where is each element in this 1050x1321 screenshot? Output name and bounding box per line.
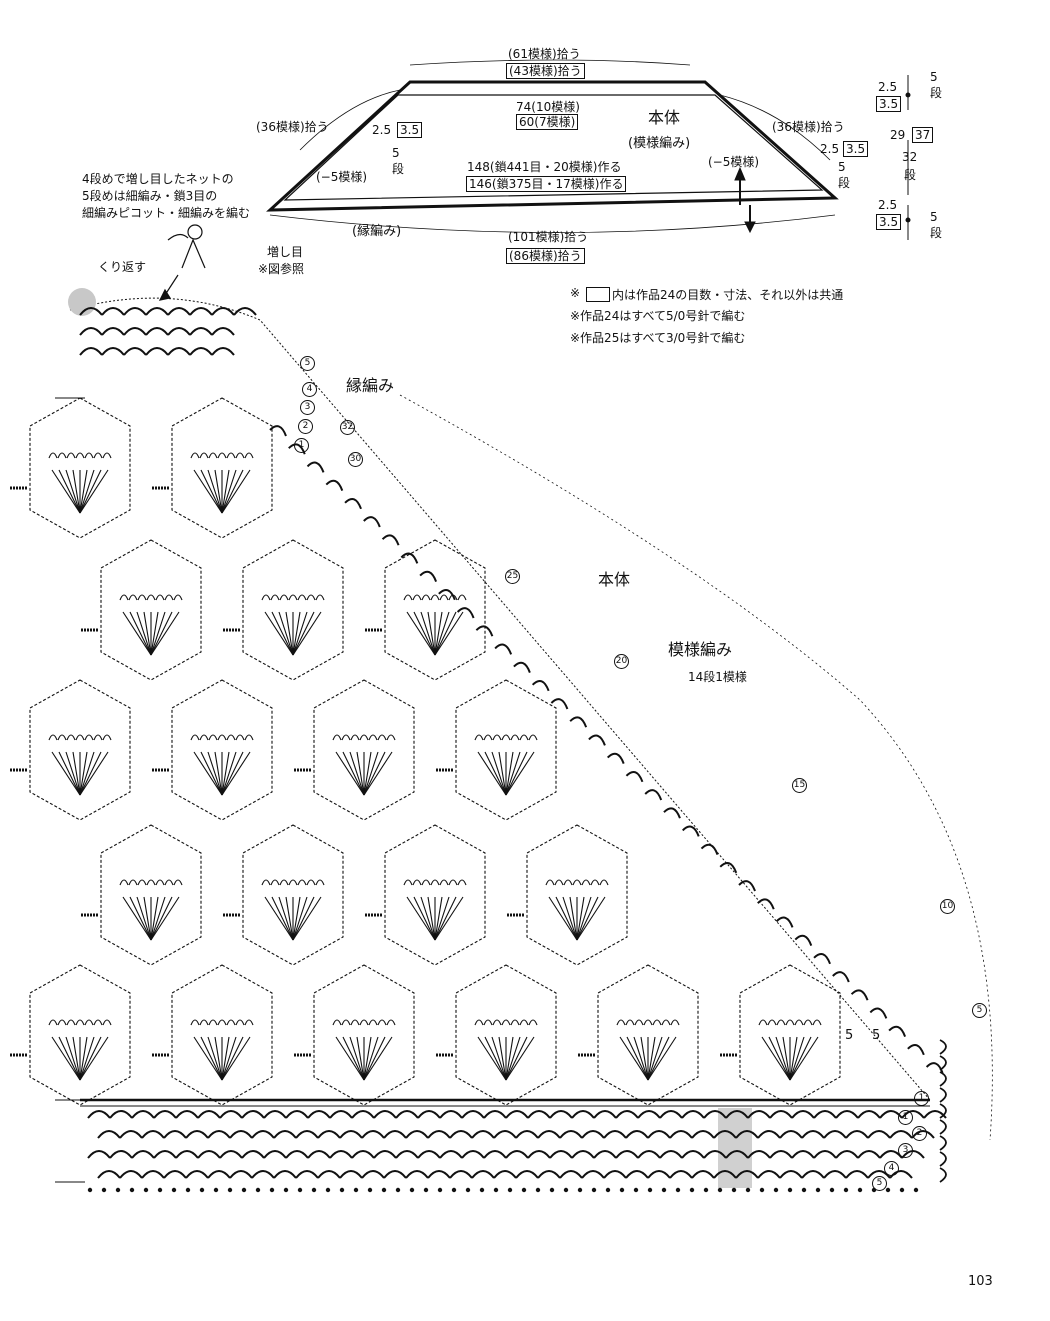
side-top-rows-unit: 段 — [930, 86, 943, 100]
schematic-top-line2: (43模様)拾う — [506, 63, 585, 79]
pineapple-motif — [720, 964, 841, 1106]
schematic-subtitle: (模様編み) — [628, 136, 691, 151]
side-mid-a: 29 — [890, 128, 906, 142]
schematic-bottom-line1: (101模様)拾う — [508, 230, 589, 244]
note1: 内は作品24の目数・寸法、それ以外は共通 — [612, 288, 844, 302]
row-marker-10: 10 — [940, 893, 955, 914]
side-top-b: 3.5 — [876, 96, 902, 112]
pineapple-motif — [365, 824, 486, 966]
side-dimension-lines — [905, 75, 911, 240]
diagonal-border-scallops — [269, 425, 947, 1183]
schematic-left-rows: 5 — [392, 146, 400, 160]
label-pattern-repeat: 14段1模様 — [688, 670, 747, 684]
schematic-right-dec: (−5模様) — [708, 155, 760, 169]
pineapple-motif — [507, 824, 628, 966]
pineapple-motif — [223, 824, 344, 966]
pineapple-motif — [81, 539, 202, 681]
schematic-left-rows-unit: 段 — [392, 162, 405, 176]
pineapple-motif — [10, 397, 131, 539]
pineapple-motif — [294, 679, 415, 821]
row-marker-border-right-1: 1 — [898, 1104, 913, 1125]
side-mid-rows: 32 — [902, 150, 918, 164]
schematic-mid-line2: 146(鎖375目・17模様)作る — [466, 176, 627, 192]
row-marker-border-left-5: 5 — [300, 350, 315, 371]
pineapple-motif — [10, 679, 131, 821]
page-number: 103 — [968, 1274, 993, 1289]
schematic-right-w2: 3.5 — [843, 141, 869, 157]
schematic-right-rows-unit: 段 — [838, 176, 851, 190]
pineapple-motif — [81, 824, 202, 966]
schematic-top-line1: (61模様)拾う — [508, 47, 581, 61]
note1-mark: ※ — [570, 286, 581, 300]
pineapple-motif — [152, 964, 273, 1106]
pattern-motifs — [10, 397, 841, 1106]
schematic-right-w1: 2.5 — [820, 142, 840, 156]
schematic-left-w2: 3.5 — [397, 122, 423, 138]
side-bot-a: 2.5 — [878, 198, 898, 212]
schematic-mid-line1: 148(鎖441目・20模様)作る — [467, 160, 622, 174]
side-mid-rows-unit: 段 — [904, 168, 917, 182]
schematic-bottom-line2: (86模様)拾う — [506, 248, 585, 264]
pineapple-motif — [152, 397, 273, 539]
repeat-column-highlight — [718, 1108, 752, 1188]
pineapple-motif — [578, 964, 699, 1106]
schematic-center-line2: 60(7模様) — [516, 114, 579, 130]
row-marker-15: 15 — [792, 772, 807, 793]
schematic-inc-label2: ※図参照 — [258, 262, 305, 276]
repeat-label: くり返す — [98, 260, 147, 274]
schematic-shape — [266, 59, 839, 234]
schematic-right-rows: 5 — [838, 160, 846, 174]
row-marker-border-left-4: 4 — [302, 376, 317, 397]
net-note-line2: 5段めは細編み・鎖3目の — [82, 189, 218, 203]
row-marker-20: 20 — [614, 648, 629, 669]
row-marker-border-left-2: 2 — [298, 413, 313, 434]
pineapple-motif — [436, 679, 557, 821]
row-marker-25: 25 — [505, 563, 520, 584]
row-marker-30: 30 — [348, 446, 363, 467]
schematic-inc-label1: 増し目 — [267, 245, 304, 259]
note3: ※作品25はすべて3/0号針で編む — [570, 331, 746, 345]
label-body: 本体 — [598, 570, 631, 589]
side-bot-rows-unit: 段 — [930, 226, 943, 240]
schematic-center-line1: 74(10模様) — [516, 100, 580, 114]
row-marker-border-right-2: 2 — [912, 1120, 927, 1141]
border-scallops — [79, 307, 947, 1193]
schematic-left-dec: (−5模様) — [316, 170, 368, 184]
note1-box — [586, 287, 610, 302]
pineapple-motif — [10, 964, 131, 1106]
side-bot-b: 3.5 — [876, 214, 902, 230]
schematic-left-pick: (36模様)拾う — [256, 120, 329, 134]
pineapple-motif — [223, 539, 344, 681]
row-marker-border-left-1: 1 — [294, 432, 309, 453]
side-bot-rows: 5 — [930, 210, 938, 224]
schematic-right-pick: (36模様)拾う — [772, 120, 845, 134]
net-note-line3: 細編みピコット・細編みを編む — [82, 206, 251, 220]
note2: ※作品24はすべて5/0号針で編む — [570, 309, 746, 323]
label-five-a: 5 — [845, 1028, 854, 1043]
row-marker-5: 5 — [972, 997, 987, 1018]
row-marker-border-right-4: 4 — [884, 1155, 899, 1176]
row-marker-border-right-3: 3 — [898, 1137, 913, 1158]
pineapple-motif — [436, 964, 557, 1106]
row-marker-border-left-3: 3 — [300, 394, 315, 415]
row-marker-32: 32 — [340, 414, 355, 435]
pineapple-motif — [365, 539, 486, 681]
pineapple-motif — [294, 964, 415, 1106]
side-mid-b: 37 — [912, 127, 934, 143]
label-pattern: 模様編み — [668, 640, 733, 659]
row-marker-border-right-5: 5 — [872, 1170, 887, 1191]
net-illustration — [158, 224, 206, 301]
net-note-line1: 4段めで増し目したネットの — [82, 172, 234, 186]
schematic-border-label: (縁編み) — [352, 224, 402, 239]
row-marker-base-1: 1 — [914, 1085, 929, 1106]
side-top-rows: 5 — [930, 70, 938, 84]
main-chart-outline — [55, 297, 993, 1183]
label-five-b: 5 — [872, 1028, 881, 1043]
schematic-title: 本体 — [648, 108, 681, 127]
label-border: 縁編み — [346, 376, 395, 395]
schematic-left-w1: 2.5 — [372, 123, 392, 137]
pineapple-motif — [152, 679, 273, 821]
side-top-a: 2.5 — [878, 80, 898, 94]
